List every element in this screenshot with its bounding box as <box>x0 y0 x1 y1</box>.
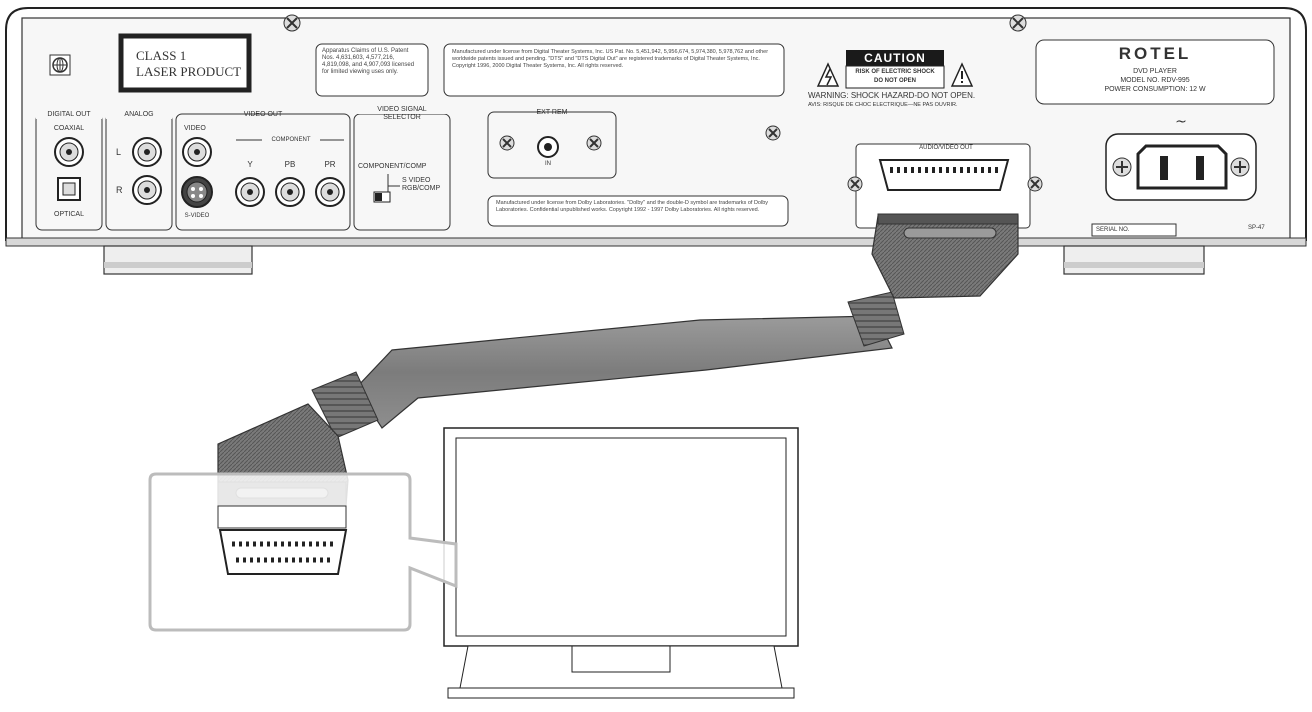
component-y-jack <box>235 177 265 207</box>
component-comp-label: COMPONENT/COMP <box>358 163 427 170</box>
analog-r-label: R <box>116 185 123 195</box>
laser-label-line2: LASER PRODUCT <box>136 64 242 79</box>
caution-line2: DO NOT OPEN <box>873 78 916 84</box>
dts-note-box <box>443 43 785 97</box>
analog-l-jack <box>132 137 162 167</box>
screw-icon <box>283 14 301 32</box>
brand-box <box>1035 39 1275 105</box>
patent-note: Apparatus Claims of U.S. Patent Nos. 4,6… <box>322 48 415 75</box>
ext-rem-in-label: IN <box>545 161 551 167</box>
dvd-player-rear-panel: ~ <box>5 7 1307 275</box>
rgb-comp-label: RGB/COMP <box>402 185 441 192</box>
brand-model-line2: MODEL NO. RDV-995 <box>1120 77 1190 84</box>
caution-block <box>816 50 974 89</box>
optical-label: OPTICAL <box>54 211 84 218</box>
video-label: VIDEO <box>184 125 206 132</box>
s-video-jack <box>181 176 213 208</box>
globe-icon <box>49 54 71 76</box>
laser-label-box <box>118 33 252 93</box>
brand-power: POWER CONSUMPTION: 12 W <box>1104 86 1206 93</box>
dolby-note: Manufactured under license from Dolby La… <box>496 200 769 213</box>
tv-scart-socket <box>217 505 348 575</box>
caution-warning: WARNING: SHOCK HAZARD-DO NOT OPEN. <box>808 91 976 100</box>
component-pb-jack <box>275 177 305 207</box>
s-video-switch-label: S VIDEO <box>402 177 431 184</box>
digital-out-label: DIGITAL OUT <box>36 110 102 119</box>
component-pr-jack <box>315 177 345 207</box>
coaxial-label: COAXIAL <box>53 125 85 132</box>
serial-number-box <box>1091 223 1177 237</box>
ext-rem-label: EXT REM <box>536 109 568 116</box>
screw-icon <box>499 135 515 151</box>
av-out-label: AUDIO/VIDEO OUT <box>919 145 973 151</box>
svg-text:~: ~ <box>1175 114 1187 130</box>
analog-label: ANALOG <box>106 110 172 119</box>
analog-l-label: L <box>116 147 122 157</box>
dolby-note-box <box>487 195 789 227</box>
video-jack <box>182 137 212 167</box>
brand-name: ROTEL <box>1118 44 1192 63</box>
av-out-scart-socket <box>847 143 1043 229</box>
component-pr-label: PR <box>324 160 336 169</box>
television <box>443 427 799 699</box>
dts-note: Manufactured under license from Digital … <box>452 49 769 69</box>
ext-rem-jack <box>537 136 559 158</box>
selector-label-line1: VIDEO SIGNAL <box>354 106 450 114</box>
screw-icon <box>586 135 602 151</box>
ext-rem-frame <box>487 111 617 179</box>
video-selector-frame <box>353 113 451 231</box>
component-y-label: Y <box>247 160 253 169</box>
video-selector-switch <box>373 174 400 203</box>
screw-icon <box>765 125 781 141</box>
component-label: COMPONENT <box>271 137 311 143</box>
video-out-label: VIDEO OUT <box>243 111 283 118</box>
caution-line1: RISK OF ELECTRIC SHOCK <box>855 69 935 75</box>
component-pb-label: PB <box>284 160 296 169</box>
laser-label-line1: CLASS 1 <box>136 48 187 63</box>
coaxial-jack <box>54 137 84 167</box>
optical-jack <box>57 177 81 201</box>
tv-scart-callout <box>148 472 458 632</box>
screw-icon <box>1009 14 1027 32</box>
patent-note-box <box>315 43 429 97</box>
model-code-label: SP-47 <box>1248 225 1265 231</box>
left-foot <box>103 245 253 275</box>
video-out-frame <box>175 113 351 231</box>
serial-label: SERIAL NO. <box>1096 227 1130 233</box>
brand-model-line1: DVD PLAYER <box>1133 68 1177 75</box>
analog-r-jack <box>132 175 162 205</box>
selector-label-line2: SELECTOR <box>383 114 421 121</box>
right-foot <box>1063 245 1205 275</box>
power-inlet: ~ <box>1105 114 1257 201</box>
caution-title: CAUTION <box>864 51 926 65</box>
caution-french: AVIS: RISQUE DE CHOC ELECTRIQUE—NE PAS O… <box>808 102 958 108</box>
s-video-label: S-VIDEO <box>184 213 210 219</box>
